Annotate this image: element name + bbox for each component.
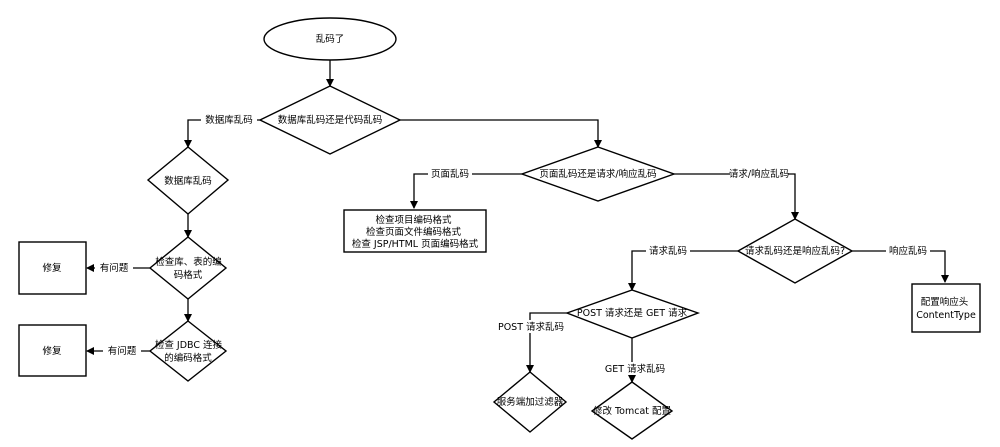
svg-text:配置响应头 ContentType: 配置响应头 ContentType	[916, 296, 976, 321]
node-server-filter-line: 服务端加过滤器	[497, 396, 564, 408]
node-tomcat-config: 修改 Tomcat 配置	[590, 381, 674, 440]
node-check-jdbc-line-1: 检查 JDBC 连接	[155, 339, 223, 351]
edge-to-check-page	[410, 173, 522, 209]
svg-text:数据库乱码还是代码乱码: 数据库乱码还是代码乱码	[278, 114, 383, 126]
svg-text:修复: 修复	[42, 262, 62, 274]
svg-text:修改 Tomcat 配置: 修改 Tomcat 配置	[593, 405, 671, 417]
edge-label-db-garbled: 数据库乱码	[205, 114, 253, 126]
node-check-page-line-3: 检查 JSP/HTML 页面编码格式	[352, 238, 479, 250]
node-resp-header-line-1: 配置响应头	[921, 296, 969, 308]
edge-to-post-or-get	[628, 250, 738, 291]
node-req-or-resp: 请求乱码还是响应乱码?	[736, 218, 854, 284]
edges	[86, 60, 949, 383]
node-check-db-table: 检查库、表的编 码格式	[148, 236, 228, 300]
node-post-or-get-line: POST 请求还是 GET 请求	[577, 307, 688, 319]
edge-to-server-filter	[526, 312, 567, 373]
node-page-or-req-line: 页面乱码还是请求/响应乱码	[539, 168, 656, 180]
svg-text:数据库乱码: 数据库乱码	[164, 175, 212, 187]
node-page-or-req: 页面乱码还是请求/响应乱码	[519, 146, 677, 202]
edge-label-req-garbled: 请求乱码	[649, 245, 687, 257]
node-check-db-table-line-2: 码格式	[174, 269, 203, 281]
edge-labels: 数据库乱码 有问题 有问题 页面乱码 请求/响应乱码 请求乱码 响应乱码 POS…	[95, 113, 930, 375]
node-post-or-get: POST 请求还是 GET 请求	[564, 289, 701, 339]
svg-text:服务端加过滤器: 服务端加过滤器	[497, 396, 564, 408]
node-check-jdbc: 检查 JDBC 连接 的编码格式	[148, 320, 228, 382]
svg-text:检查 JDBC 连接 的编码格式: 检查 JDBC 连接 的编码格式	[155, 339, 225, 364]
node-start: 乱码了	[263, 17, 397, 61]
edge-to-resp-header	[852, 250, 949, 283]
edge-label-page-garbled: 页面乱码	[431, 169, 469, 180]
node-db-or-code-line: 数据库乱码还是代码乱码	[278, 114, 383, 126]
edge-label-has-problem-2: 有问题	[108, 345, 137, 357]
node-check-jdbc-line-2: 的编码格式	[164, 352, 212, 364]
node-start-line: 乱码了	[316, 34, 345, 45]
node-req-or-resp-line: 请求乱码还是响应乱码?	[745, 245, 845, 257]
svg-text:POST 请求还是 GET 请求: POST 请求还是 GET 请求	[577, 307, 688, 319]
node-tomcat-config-line: 修改 Tomcat 配置	[593, 405, 671, 417]
svg-text:乱码了: 乱码了	[316, 34, 345, 45]
node-server-filter: 服务端加过滤器	[492, 371, 568, 433]
node-resp-header: 配置响应头 ContentType	[911, 283, 981, 333]
node-fix-1-line: 修复	[42, 262, 62, 274]
edge-to-page-or-req	[400, 119, 602, 148]
edge-label-resp-garbled: 响应乱码	[889, 245, 927, 257]
node-check-page-line-2: 检查页面文件编码格式	[366, 226, 462, 238]
node-db-garbled-line: 数据库乱码	[164, 175, 212, 187]
svg-text:检查项目编码格式 检查页面文件编码格式: 检查项目编码格式 检查页面文件编码格式 检查 JSP/HTML 页面编码格式	[352, 214, 479, 250]
node-fix-2-line: 修复	[42, 345, 62, 357]
node-check-page: 检查项目编码格式 检查页面文件编码格式 检查 JSP/HTML 页面编码格式	[343, 209, 487, 253]
node-fix-1: 修复	[18, 241, 87, 295]
svg-text:检查库、表的编 码格式: 检查库、表的编 码格式	[155, 256, 225, 281]
node-db-or-code: 数据库乱码还是代码乱码	[258, 85, 402, 155]
svg-text:修复: 修复	[42, 345, 62, 357]
node-db-garbled: 数据库乱码	[146, 146, 230, 215]
edge-label-get: GET 请求乱码	[605, 363, 665, 375]
edge-label-req-resp: 请求/响应乱码	[729, 168, 789, 180]
node-fix-2: 修复	[18, 324, 87, 377]
edge-label-post: POST 请求乱码	[498, 321, 564, 333]
node-resp-header-line-2: ContentType	[916, 310, 976, 321]
node-check-db-table-line-1: 检查库、表的编	[155, 256, 222, 268]
edge-to-req-or-resp	[674, 173, 799, 220]
svg-text:页面乱码还是请求/响应乱码: 页面乱码还是请求/响应乱码	[539, 168, 656, 180]
node-check-page-line-1: 检查项目编码格式	[375, 214, 452, 226]
edge-label-has-problem-1: 有问题	[100, 262, 129, 274]
svg-text:请求乱码还是响应乱码?: 请求乱码还是响应乱码?	[745, 245, 845, 257]
